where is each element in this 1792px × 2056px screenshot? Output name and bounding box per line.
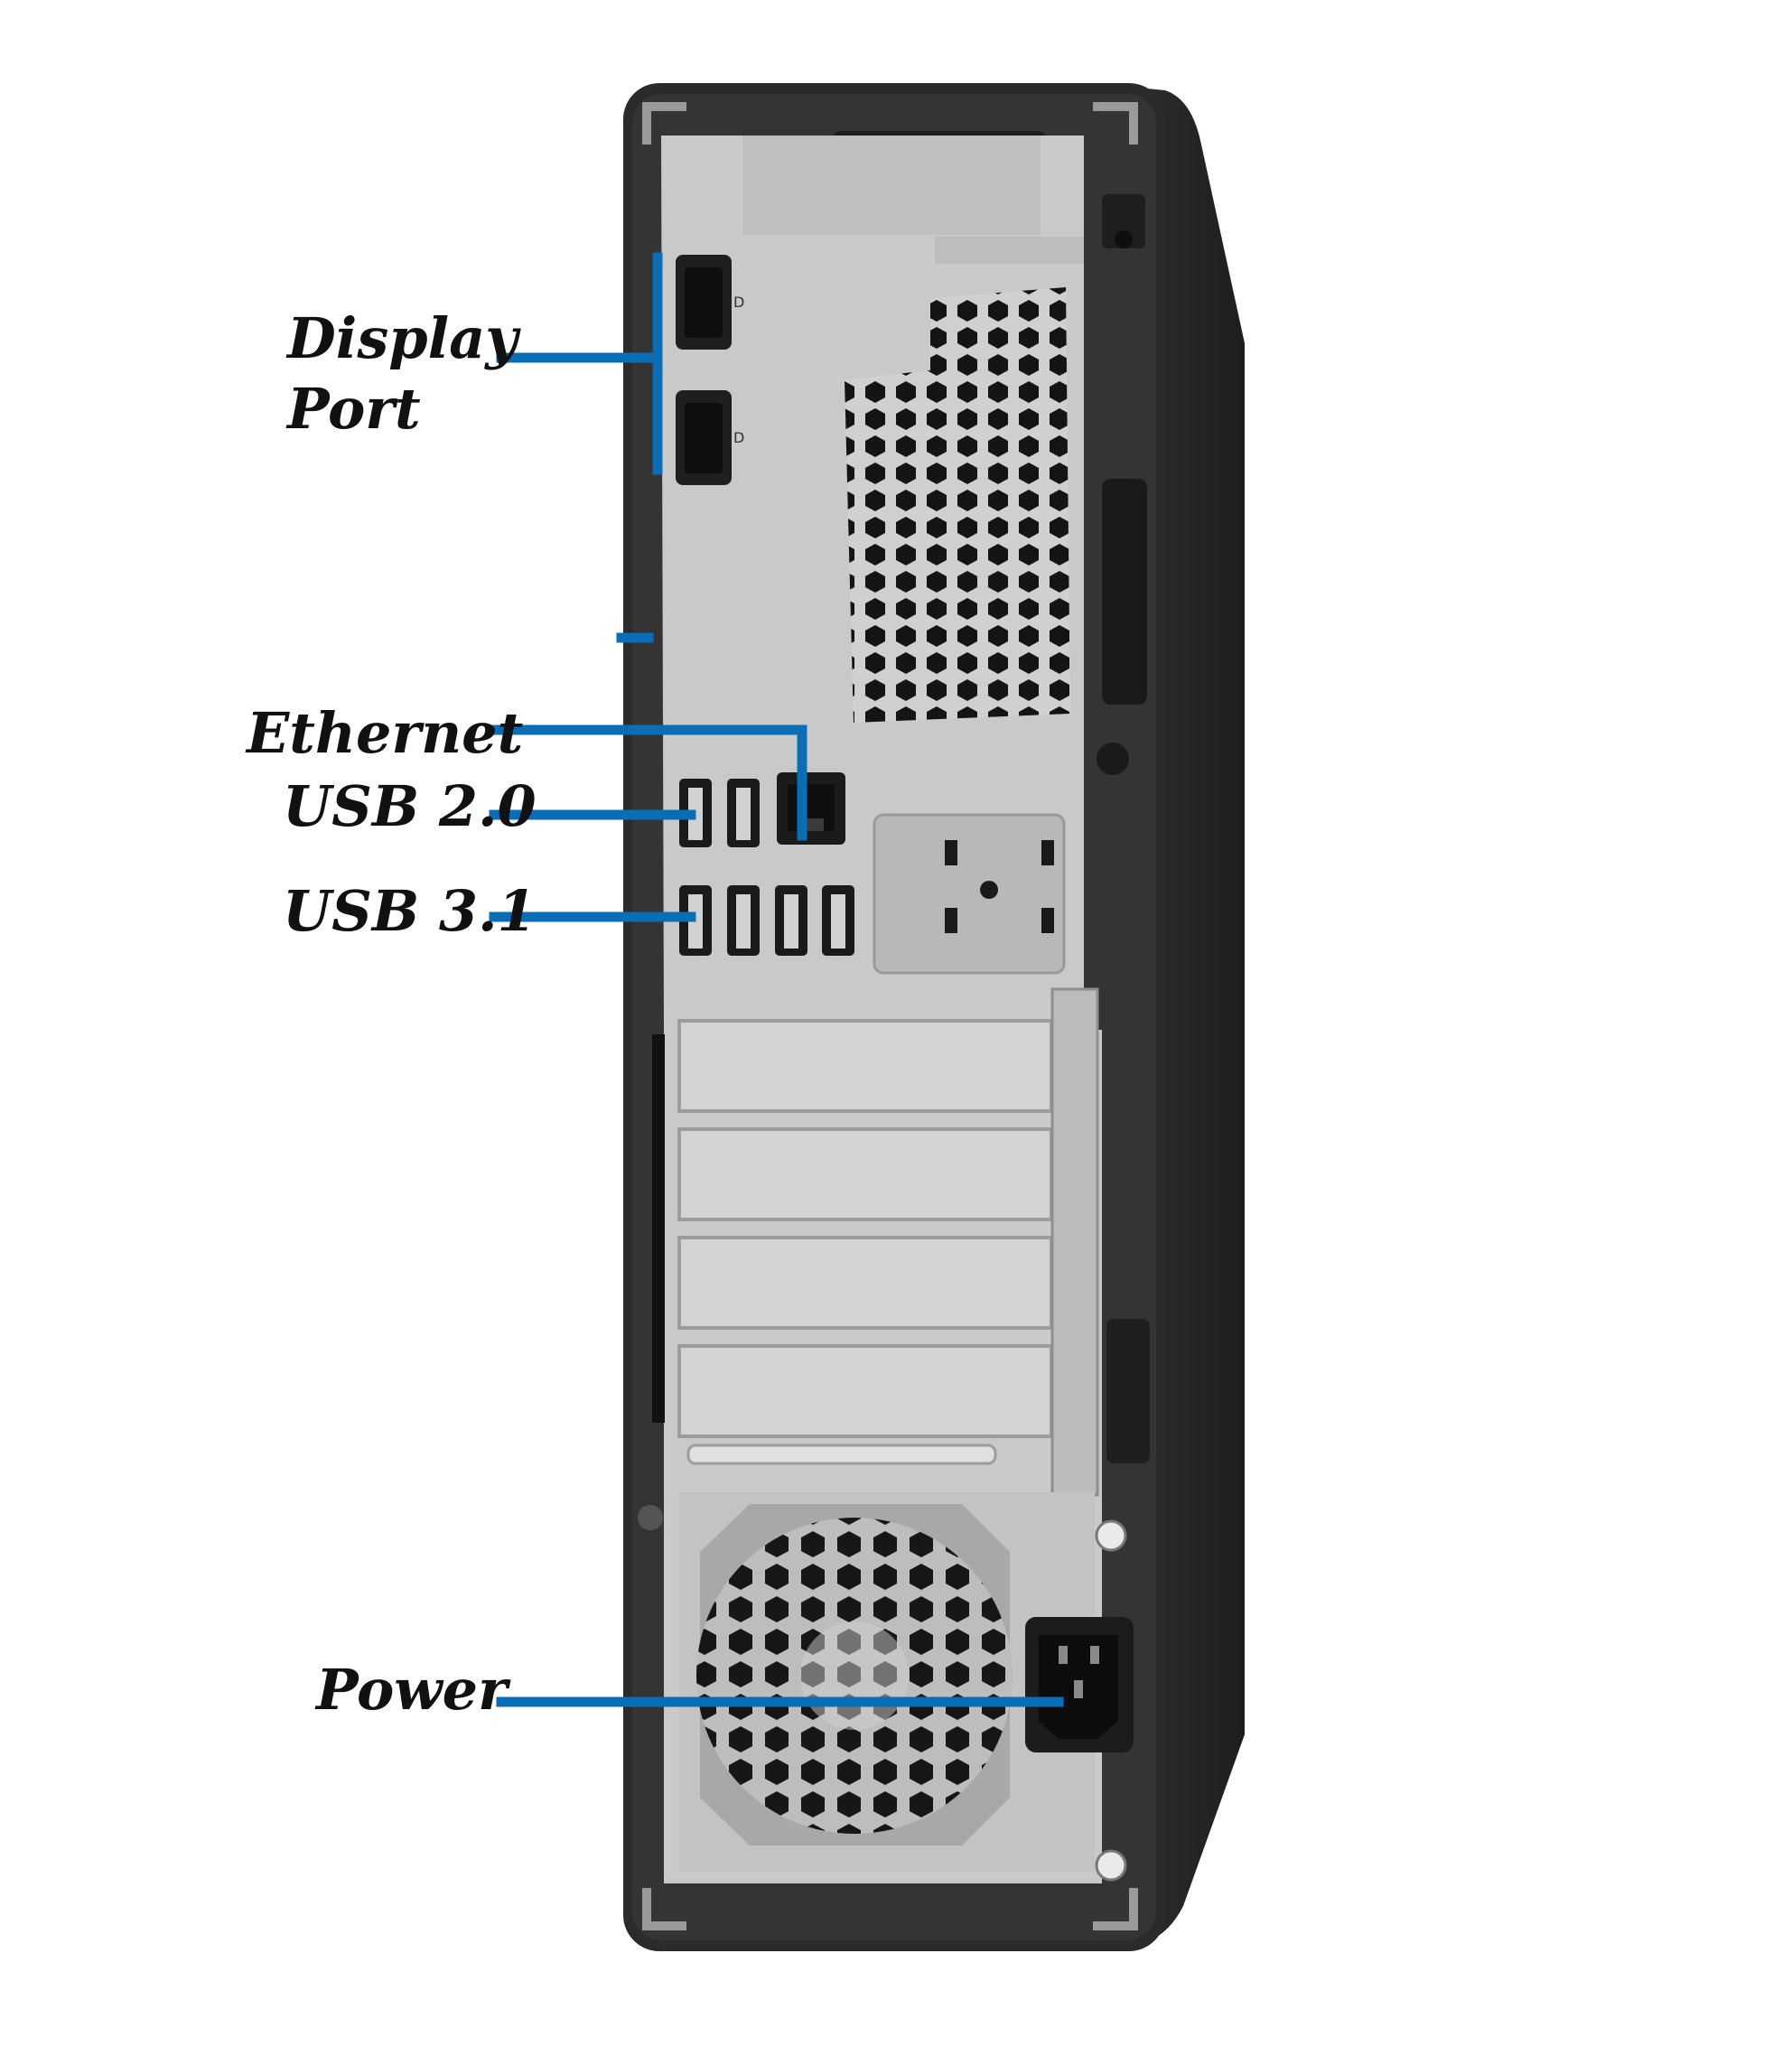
displayport-connectors: D D: [676, 255, 744, 485]
power-connector: [1025, 1617, 1134, 1752]
vent-grille-upper: [845, 287, 1070, 723]
svg-text:D: D: [733, 429, 744, 446]
svg-text:D: D: [733, 294, 744, 311]
label-usb31: USB 3.1: [283, 878, 537, 944]
label-usb20: USB 2.0: [283, 773, 537, 839]
callout-lines: [489, 252, 1064, 1707]
chassis-lock-area: [1097, 194, 1147, 775]
label-power: Power: [316, 1657, 508, 1723]
serial-knockout-plate: [873, 813, 1066, 975]
label-ethernet: Ethernet: [247, 700, 524, 766]
label-display-port: Display Port: [287, 304, 518, 444]
label-display-port-line2: Port: [287, 376, 421, 442]
expansion-slots: [677, 987, 1150, 1497]
left-slot: [652, 1034, 665, 1423]
label-display-port-line1: Display: [287, 305, 518, 371]
callout-line-ethernet: [489, 724, 807, 841]
ethernet-port: [777, 772, 845, 845]
